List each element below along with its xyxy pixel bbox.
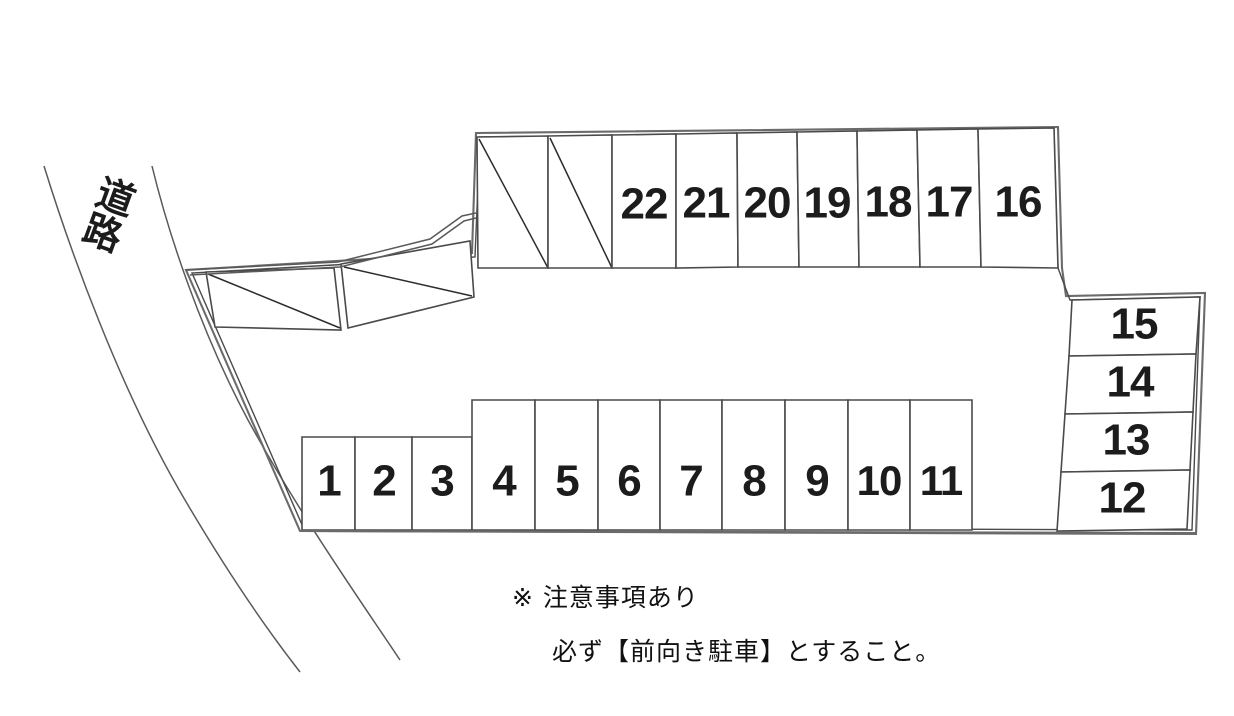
stall-15-label: 15 — [1111, 300, 1158, 349]
stall-16-label: 16 — [995, 178, 1042, 227]
entrance-crossed-group — [185, 212, 477, 331]
stall-16-shape — [977, 127, 1059, 269]
crossed-stall-entrance-b[interactable] — [340, 240, 475, 329]
stall-8[interactable]: 8 — [721, 399, 786, 531]
stall-7[interactable]: 7 — [659, 399, 723, 531]
crossed-stall-top-b[interactable] — [547, 134, 613, 269]
stall-22-label: 22 — [621, 180, 668, 229]
stall-21[interactable]: 21 — [675, 132, 739, 269]
stall-3[interactable]: 3 — [411, 436, 473, 531]
road-area: 道路 — [43, 165, 401, 673]
stall-11-shape — [909, 399, 973, 531]
stall-9-label: 9 — [805, 457, 828, 506]
stall-11-label: 11 — [920, 457, 963, 504]
crossed-stall-entrance-a[interactable] — [205, 267, 342, 331]
top-row-group: 22 21 20 19 18 — [476, 127, 1059, 269]
stall-6-label: 6 — [617, 457, 640, 506]
stall-10-label: 10 — [857, 457, 902, 504]
stall-2-label: 2 — [372, 457, 395, 506]
stall-20[interactable]: 20 — [736, 131, 800, 268]
stall-4-label: 4 — [492, 457, 517, 506]
crossed-stall-entrance-a-diagonal — [207, 273, 341, 329]
driveway-edge-lower — [189, 217, 477, 276]
stall-2[interactable]: 2 — [354, 436, 413, 531]
stall-17[interactable]: 17 — [916, 128, 982, 268]
crossed-stall-top-a[interactable] — [476, 135, 549, 269]
stall-14[interactable]: 14 — [1064, 353, 1197, 415]
stall-1-label: 1 — [317, 457, 341, 506]
stall-5[interactable]: 5 — [534, 399, 599, 531]
stall-16[interactable]: 16 — [977, 127, 1059, 269]
stall-8-label: 8 — [742, 457, 766, 506]
road-label-text: 道路 — [73, 170, 140, 257]
stall-3-label: 3 — [430, 457, 453, 506]
stall-11[interactable]: 11 — [909, 399, 973, 531]
stall-12-label: 12 — [1099, 474, 1146, 523]
stall-13[interactable]: 13 — [1060, 411, 1194, 473]
stall-13-label: 13 — [1103, 416, 1150, 465]
stall-18[interactable]: 18 — [856, 129, 921, 268]
driveway-edge-upper — [185, 212, 477, 271]
stall-12[interactable]: 12 — [1056, 469, 1191, 532]
stall-15[interactable]: 15 — [1068, 296, 1201, 357]
crossed-stall-top-b-diagonal — [549, 137, 613, 269]
road-outer-edge — [43, 165, 301, 673]
stall-6[interactable]: 6 — [597, 399, 661, 531]
right-column-group: 15 14 13 12 — [1056, 296, 1201, 532]
stall-19[interactable]: 19 — [796, 130, 860, 268]
stall-20-label: 20 — [744, 179, 791, 228]
stall-1[interactable]: 1 — [301, 436, 356, 531]
stall-9[interactable]: 9 — [784, 399, 849, 531]
stall-22[interactable]: 22 — [611, 133, 677, 269]
stall-5-label: 5 — [555, 457, 579, 506]
stall-10[interactable]: 10 — [847, 399, 911, 531]
bottom-row-group: 1 2 3 4 5 6 — [301, 399, 973, 531]
stall-17-label: 17 — [926, 178, 973, 227]
stall-14-label: 14 — [1107, 358, 1155, 407]
stall-18-label: 18 — [865, 178, 912, 227]
stall-4[interactable]: 4 — [471, 399, 536, 531]
crossed-stall-entrance-b-shape — [340, 240, 475, 329]
property-outline-outer — [184, 125, 1207, 536]
stall-19-label: 19 — [804, 179, 851, 228]
lot-bottom-edge — [299, 529, 1197, 535]
stall-12-shape — [1056, 469, 1191, 532]
road-inner-edge — [151, 165, 401, 661]
note-forward-parking-line: 必ず【前向き駐車】とすること。 — [552, 637, 942, 666]
crossed-stall-entrance-b-diagonal — [343, 266, 473, 297]
note-caution-line: ※ 注意事項あり — [512, 583, 699, 612]
stall-21-label: 21 — [683, 179, 730, 228]
crossed-stall-top-a-diagonal — [478, 138, 549, 269]
stall-7-label: 7 — [679, 457, 702, 506]
